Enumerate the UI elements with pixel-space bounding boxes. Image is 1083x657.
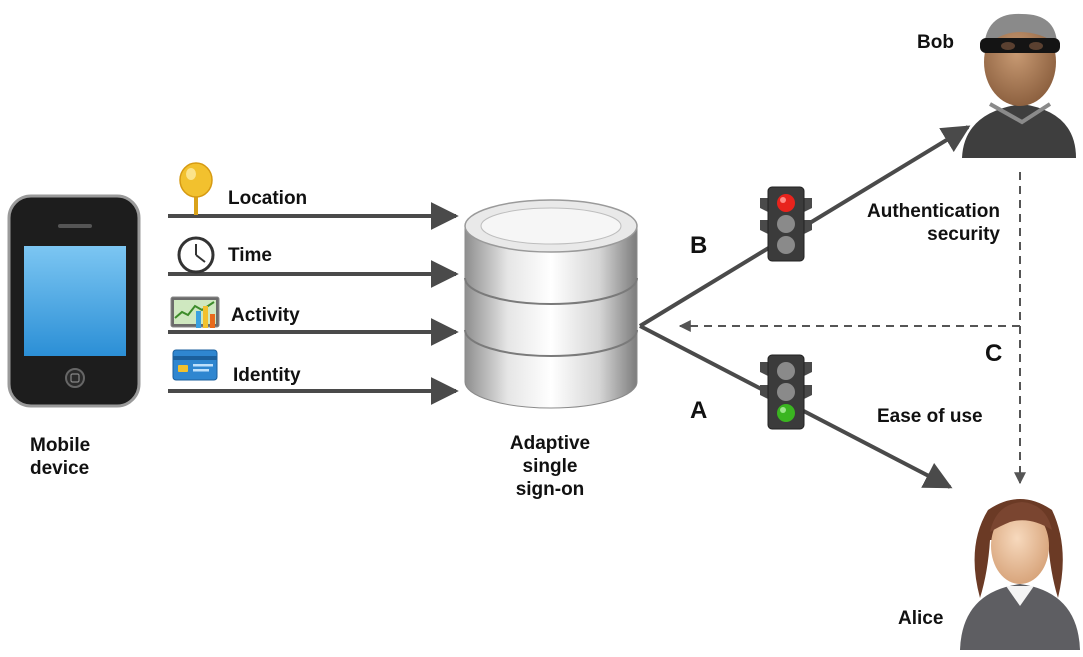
path-a-description: Ease of use: [877, 406, 983, 427]
green-traffic-light-icon: [760, 354, 812, 430]
red-traffic-light-icon: [760, 186, 812, 262]
server-label-line3: sign-on: [515, 479, 585, 500]
path-b-label: B: [690, 232, 708, 259]
branch-arrows: [638, 125, 1026, 489]
id-card-icon: [172, 349, 218, 381]
map-pin-icon: [179, 162, 213, 215]
path-b-description-line1: Authentication: [867, 201, 1000, 222]
path-a-label: A: [690, 397, 708, 424]
server-label-line1: Adaptive: [509, 433, 591, 454]
server-label-line2: single: [522, 456, 578, 477]
device-label-line2: device: [30, 458, 90, 479]
alice-avatar-icon: [960, 499, 1080, 650]
input-label-activity: Activity: [231, 305, 300, 326]
bob-label: Bob: [917, 32, 954, 53]
input-label-time: Time: [228, 245, 273, 266]
path-b-description-line2: security: [927, 224, 1000, 245]
device-label: Mobile device: [30, 434, 90, 480]
path-b-description: Authentication security: [840, 200, 1000, 246]
input-label-location: Location: [228, 188, 308, 209]
input-label-identity: Identity: [233, 365, 301, 386]
clock-icon: [177, 236, 215, 274]
input-arrows: [168, 202, 459, 405]
activity-chart-icon: [170, 296, 220, 328]
device-label-line1: Mobile: [30, 435, 91, 456]
server-label: Adaptive single sign-on: [490, 432, 610, 501]
alice-label: Alice: [898, 608, 944, 629]
bob-avatar-icon: [962, 13, 1076, 158]
database-icon: [464, 199, 638, 409]
mobile-phone-icon: [7, 194, 141, 408]
path-c-label: C: [985, 340, 1003, 367]
